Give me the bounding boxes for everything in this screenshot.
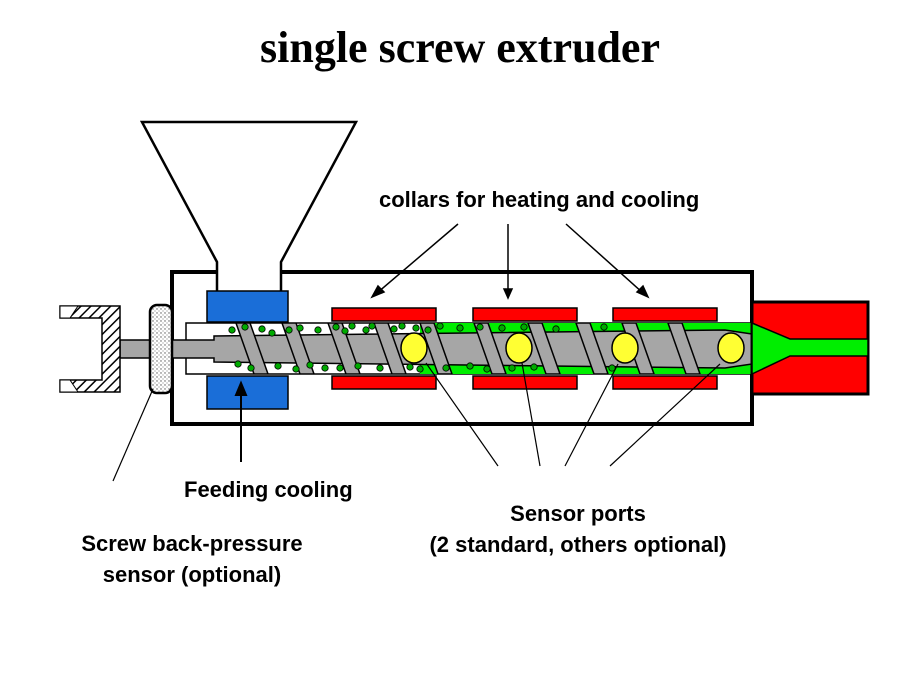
back-pressure-label-line1: Screw back-pressure: [81, 531, 303, 556]
sensor-port-3: [611, 332, 639, 364]
drive-coupling: [59, 305, 121, 393]
sensor-port-2: [505, 332, 533, 364]
back-pressure-label-line2: sensor (optional): [102, 562, 282, 587]
back-pressure-sensor-label: Screw back-pressure sensor (optional): [58, 528, 326, 590]
hopper: [139, 120, 359, 294]
diagram-title: single screw extruder: [260, 23, 660, 72]
feeding-cooling-label: Feeding cooling: [184, 477, 353, 502]
sensor-ports-label-line1: Sensor ports: [510, 501, 646, 526]
sensor-port-1: [400, 332, 428, 364]
collars-label: collars for heating and cooling: [379, 187, 700, 212]
screw-flights: [235, 323, 701, 374]
back-pressure-leader-line: [112, 388, 154, 482]
heating-collar-3-top: [612, 307, 718, 322]
sensor-ports-label: Sensor ports (2 standard, others optiona…: [398, 498, 758, 560]
sensor-leader-lines: [425, 362, 721, 467]
sensor-ports: [400, 332, 745, 364]
polymer-pellets: [228, 322, 616, 373]
feeding-cooling-arrow: [234, 380, 248, 462]
feed-cooling-bottom: [206, 375, 289, 410]
sensor-port-4: [717, 332, 745, 364]
heating-collar-3-bottom: [612, 375, 718, 390]
heating-collar-1-bottom: [331, 375, 437, 390]
back-pressure-sensor: [148, 303, 174, 395]
collar-arrows: [370, 223, 650, 300]
sensor-ports-label-line2: (2 standard, others optional): [429, 532, 727, 557]
heating-collar-2-top: [472, 307, 578, 322]
feed-cooling-top: [206, 290, 289, 323]
extrusion-die: [750, 300, 870, 396]
heating-collar-1-top: [331, 307, 437, 322]
